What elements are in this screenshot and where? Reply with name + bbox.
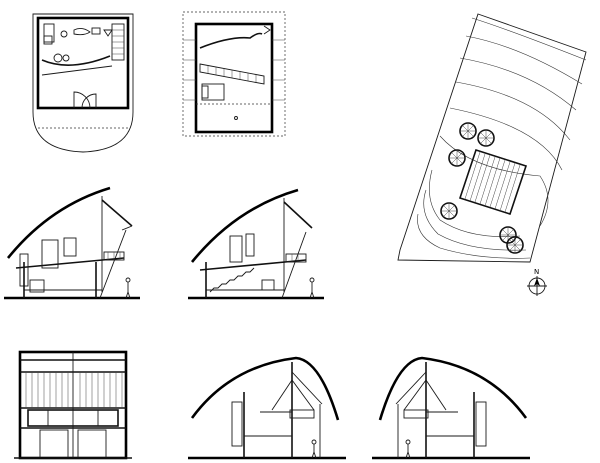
curved-roof [6,186,111,259]
scale-figure [405,439,411,459]
front-glazing [27,409,119,427]
sink-symbol [60,30,68,38]
upper-floor-plan [182,11,286,137]
curved-roof [190,188,299,263]
window-upper [229,235,243,263]
tall-window [475,401,487,447]
roof-edge-line [41,65,113,76]
terrace-outline [32,13,134,153]
curved-roof [190,356,340,421]
table-symbol [53,53,63,63]
contour-lines [417,17,587,259]
side-elevation-right [188,356,346,460]
door-upper [245,233,255,257]
pillow-symbol [201,85,209,99]
property-boundary [397,13,587,263]
tall-window [231,401,243,447]
site-plan: N [397,13,587,296]
tree-icon [440,202,458,220]
tree-icon [459,122,477,140]
rear-roof [101,199,133,227]
scale-figure [125,277,131,299]
balcony [285,253,307,263]
wc-symbol [91,27,101,35]
section-stair [209,267,255,293]
ground-floor-walls [36,16,130,110]
grid-ticks [183,39,285,101]
side-elevation-left [372,356,530,460]
rear-roof [395,371,427,405]
column-point [234,116,238,120]
ground-floor-plan [32,13,134,153]
scale-figure [309,277,315,299]
entry-door-left [73,91,91,109]
cabinet-block [261,279,275,291]
tree-icon [477,129,495,147]
tree-icon [506,236,524,254]
ground-stair [111,23,125,61]
kitchen-block [29,279,45,293]
front-door-right [77,429,107,459]
diagonal-strut [281,231,307,299]
window-upper [41,239,59,269]
upper-stair [199,63,265,85]
upper-vent-symbol [263,25,271,35]
section-b [188,188,324,300]
upper-floor-walls [194,22,274,134]
vent-symbol [103,29,113,37]
upper-plan-dotted-outline [182,11,286,137]
balcony [289,409,315,419]
kitchen-counter [43,23,55,43]
entry-door-right [81,93,97,109]
gallery-edge [199,32,263,49]
tree-icon [448,149,466,167]
door-upper [63,237,77,257]
stove-symbol [43,35,53,45]
tree-symbols [440,122,524,254]
rear-roof [291,371,323,405]
front-elevation [14,350,132,460]
rear-roof [283,201,313,229]
north-arrow: N [527,268,547,296]
diagonal-strut [99,229,127,299]
curved-roof [378,356,528,421]
chair-symbol [62,54,70,62]
north-label: N [534,268,539,276]
bathtub-symbol [73,27,91,36]
section-a [4,186,140,300]
front-door-left [39,429,69,459]
house-footprint [458,148,528,216]
cladding-lines [25,372,123,408]
balcony [403,409,429,419]
scale-figure [311,439,317,459]
curved-interior-wall [41,55,111,66]
